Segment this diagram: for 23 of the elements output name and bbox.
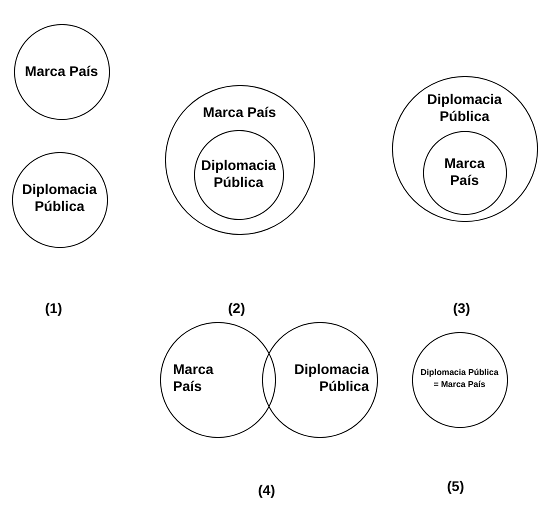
circle-label: Marca País <box>202 104 278 121</box>
panel-number: (1) <box>45 300 62 316</box>
panel-number: (2) <box>228 300 246 316</box>
venn-circle <box>12 152 108 248</box>
circle-label: Diplomacia Pública <box>21 181 98 215</box>
venn-circle <box>165 85 315 235</box>
circle-label: Diplomacia Pública <box>293 361 369 395</box>
panel-number: (4) <box>258 482 276 498</box>
circle-label: Marca País <box>24 63 100 80</box>
venn-circle <box>194 130 284 220</box>
circle-label: Marca País <box>173 361 214 395</box>
venn-circle <box>14 24 110 120</box>
circle-label: Marca País <box>443 155 486 189</box>
circle-label: Diplomacia Pública = Marca País <box>420 367 500 390</box>
venn-circle <box>412 332 508 428</box>
panel-number: (3) <box>453 300 470 316</box>
circle-label: Diplomacia Pública <box>426 91 503 125</box>
venn-circle <box>423 131 507 215</box>
circle-label: Diplomacia Pública <box>200 157 277 191</box>
panel-number: (5) <box>447 478 464 494</box>
venn-circle <box>160 322 276 438</box>
venn-circle <box>392 76 538 222</box>
venn-circle <box>262 322 378 438</box>
